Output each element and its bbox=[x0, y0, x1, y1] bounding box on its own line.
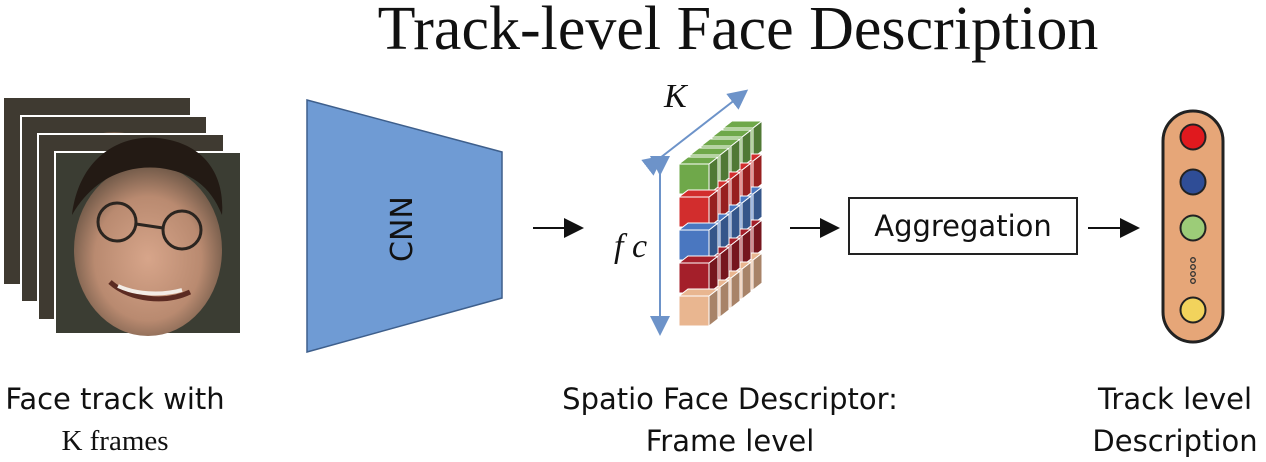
track-level-vector bbox=[1161, 109, 1225, 344]
descriptor-cube bbox=[677, 188, 720, 229]
caption-line: Frame level bbox=[645, 424, 815, 458]
ellipsis-dot bbox=[1190, 257, 1196, 263]
caption-line: Face track with bbox=[5, 382, 225, 416]
descriptor-cube bbox=[677, 254, 720, 295]
caption-line: Spatio Face Descriptor: bbox=[562, 382, 898, 416]
track-caption: Track level Description bbox=[1085, 378, 1265, 462]
fc-axis-label: f c bbox=[614, 228, 648, 265]
caption-line: Track level bbox=[1097, 382, 1253, 416]
cnn-label: CNN bbox=[385, 196, 420, 262]
ellipsis-dot bbox=[1190, 271, 1196, 277]
k-axis-arrow bbox=[641, 89, 749, 176]
descriptor-cube bbox=[677, 287, 720, 328]
vector-node bbox=[1179, 168, 1207, 196]
descriptor-cube bbox=[677, 221, 720, 262]
aggregation-box: Aggregation bbox=[848, 197, 1078, 255]
k-axis-label: K bbox=[664, 78, 687, 115]
spatio-descriptor-cubes bbox=[677, 119, 764, 328]
face-track-stack bbox=[4, 98, 242, 336]
descriptor-cube bbox=[677, 155, 720, 196]
ellipsis-dot bbox=[1190, 264, 1196, 270]
vector-node bbox=[1179, 214, 1207, 242]
cnn-block bbox=[306, 99, 503, 353]
vector-node bbox=[1179, 296, 1207, 324]
caption-line: Description bbox=[1092, 424, 1258, 458]
ellipsis-dot bbox=[1190, 278, 1196, 284]
face-track-caption: Face track with K frames bbox=[0, 378, 240, 462]
diagram-title: Track-level Face Description bbox=[377, 0, 1099, 63]
vector-node bbox=[1179, 123, 1207, 151]
face-frame-front bbox=[54, 137, 242, 336]
caption-line: K frames bbox=[61, 425, 169, 457]
spatio-caption: Spatio Face Descriptor: Frame level bbox=[540, 378, 920, 462]
